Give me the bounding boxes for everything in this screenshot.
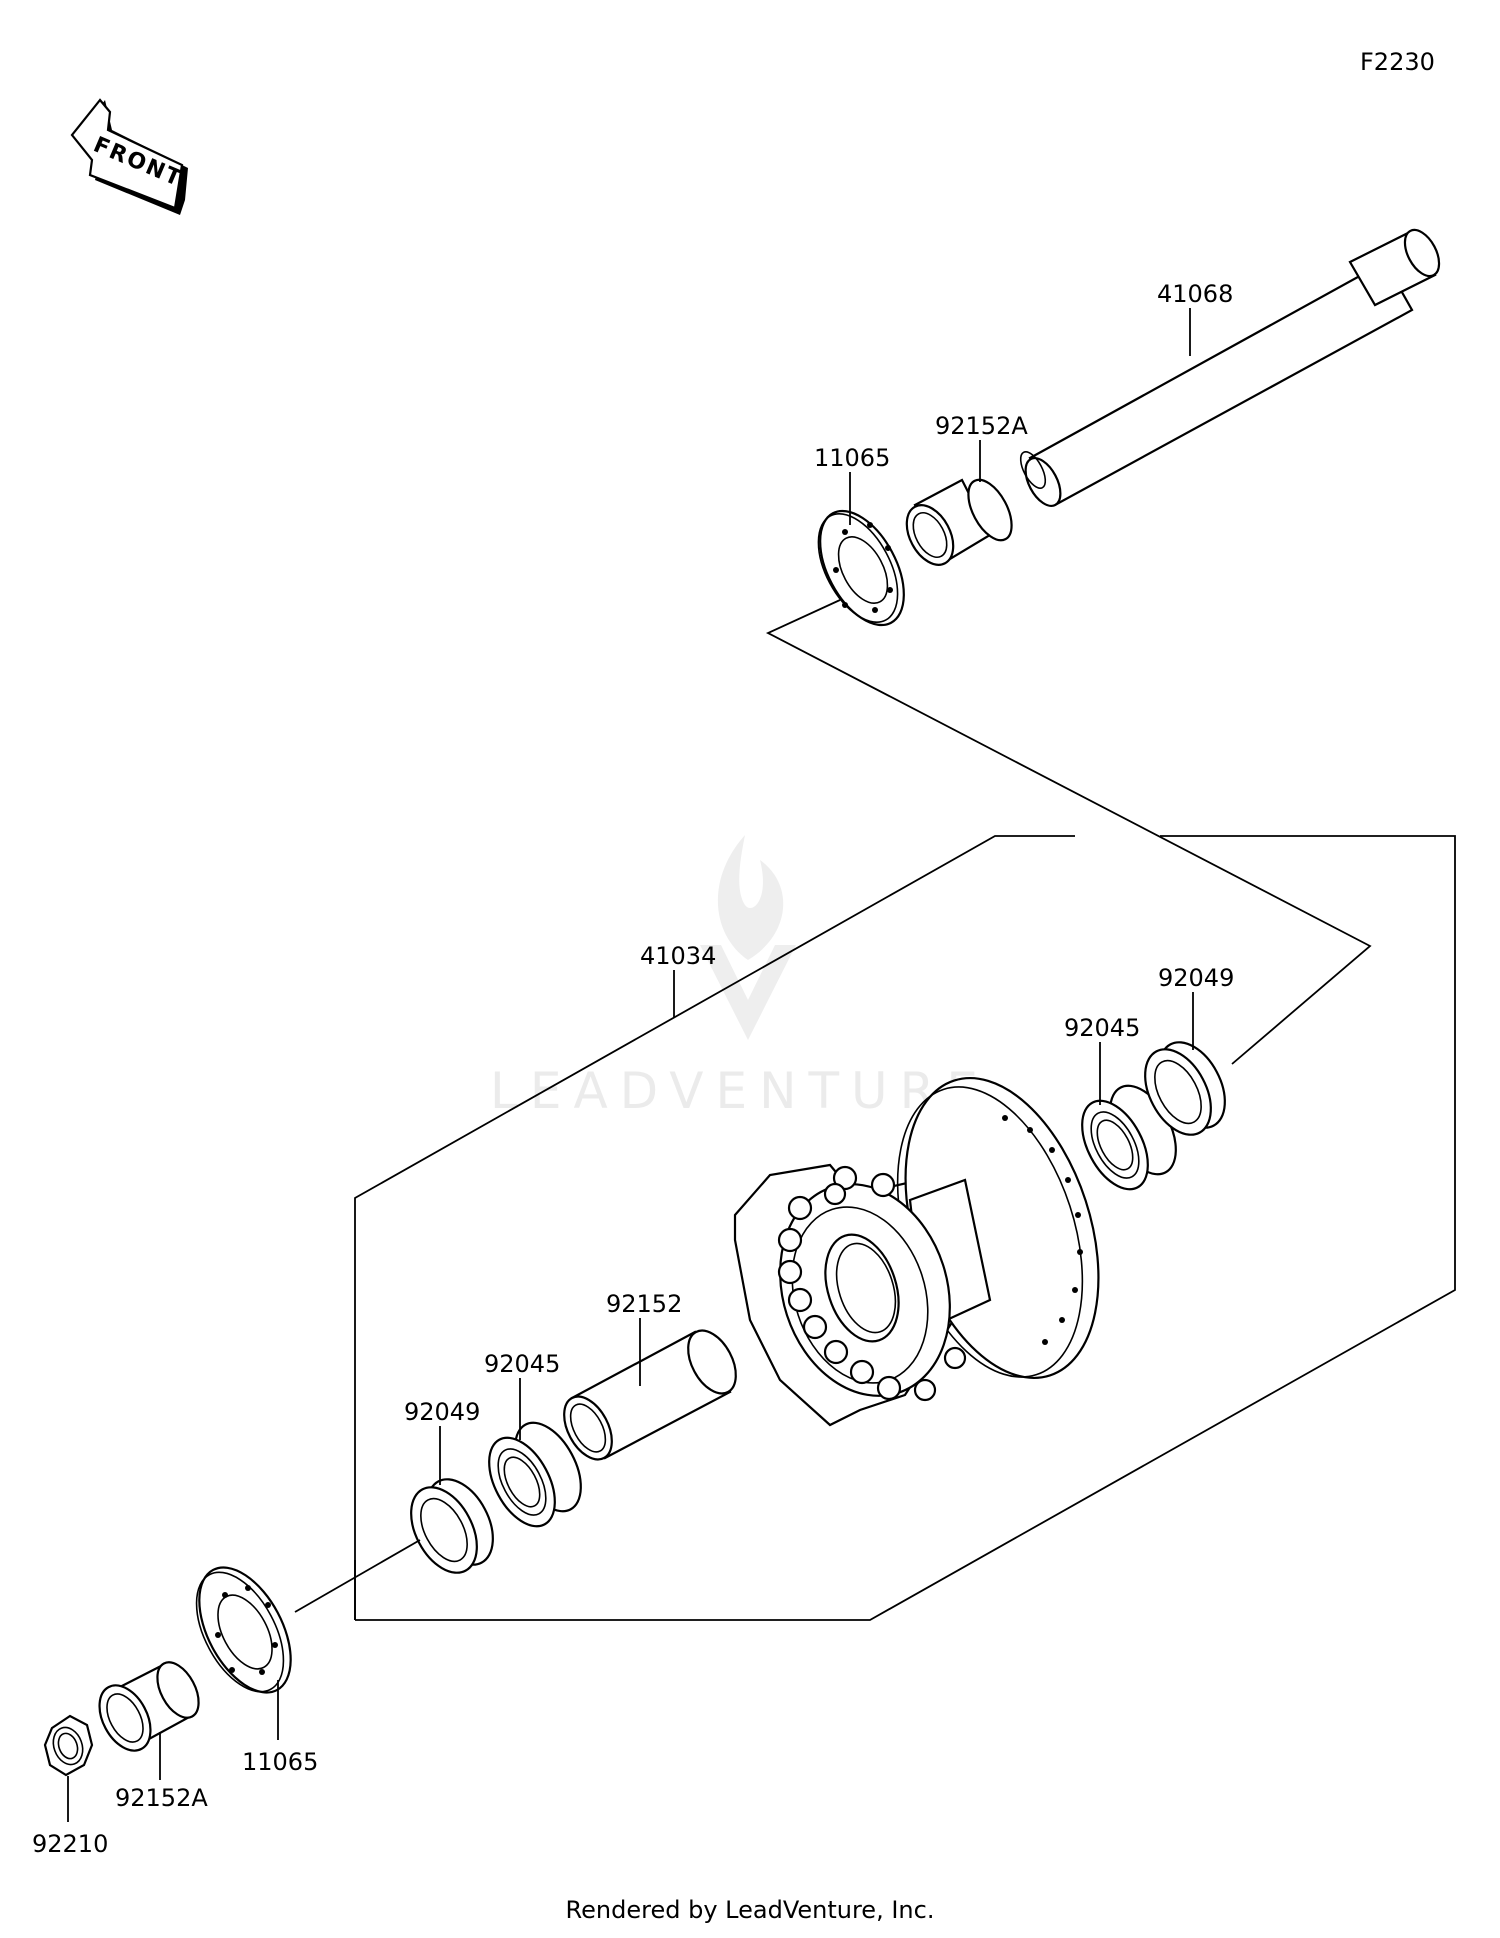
footer-credit: Rendered by LeadVenture, Inc. (565, 1896, 935, 1924)
nut (43, 1714, 94, 1777)
leader-lines (67, 308, 1194, 1822)
callout-spacer: 92152 (606, 1290, 682, 1318)
callout-axle: 41068 (1157, 280, 1233, 308)
axle-shaft (1019, 228, 1441, 507)
seal-left (410, 1478, 494, 1574)
bearing-left (488, 1421, 582, 1528)
seal-right (1144, 1041, 1226, 1136)
cover-bottom (195, 1566, 292, 1694)
cover-top (817, 509, 905, 627)
callout-cover-top: 11065 (814, 444, 890, 472)
spacer-tube (563, 1329, 737, 1461)
assembly-bracket (294, 599, 1456, 1621)
watermark-text: LEADVENTURE (490, 1062, 990, 1120)
callout-cover-bottom: 11065 (242, 1748, 318, 1776)
collar-top (905, 478, 1013, 566)
callout-seal-left: 92049 (404, 1398, 480, 1426)
diagram-code: F2230 (1360, 48, 1435, 76)
hub-body (733, 1076, 1100, 1427)
callout-hub: 41034 (640, 942, 716, 970)
callout-collar-top: 92152A (935, 412, 1028, 440)
callout-bearing-left: 92045 (484, 1350, 560, 1378)
callout-bearing-right: 92045 (1064, 1014, 1140, 1042)
front-arrow-icon (70, 98, 188, 215)
watermark-logo (700, 835, 796, 1040)
callout-nut: 92210 (32, 1830, 108, 1858)
callout-seal-right: 92049 (1158, 964, 1234, 992)
collar-bottom (98, 1661, 200, 1752)
callout-collar-bottom: 92152A (115, 1784, 208, 1812)
